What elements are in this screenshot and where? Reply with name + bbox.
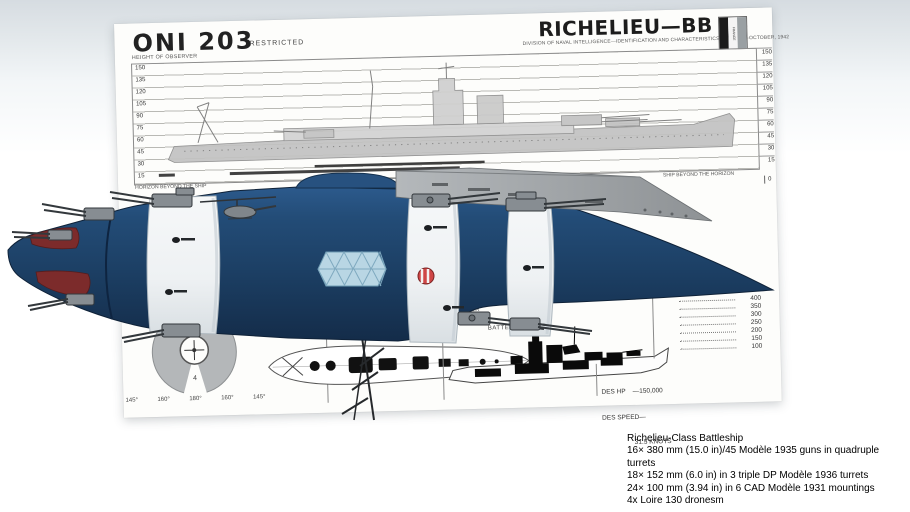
tick-label: 75 [758,107,774,120]
angle-label: 180° [189,395,202,403]
zero-label: 0 [764,175,772,184]
arc-center-value: 4 [193,375,197,382]
tick-label: 60 [758,119,774,132]
tower-label: TOWER [455,306,481,314]
caption-line: 16× 380 mm (15.0 in)/45 Modèle 1935 guns… [627,445,880,469]
model-red-propeller-shroud [29,227,91,297]
caption-line: 18× 152 mm (6.0 in) in 3 triple DP Modèl… [627,470,869,482]
height-range-chart: 150 135 120 105 90 75 60 45 30 15 [131,47,760,186]
caption-line: 24× 100 mm (3.94 in) in 6 CAD Modèle 193… [627,482,875,494]
height-scale-right: 150 135 120 105 90 75 60 45 30 15 [756,47,775,168]
tick-label: 120 [757,71,773,84]
des-speed: DES SPEED— [602,413,646,422]
des-hp: DES HP —150,000 [601,387,663,396]
oni-number: ONI 203 [132,26,255,58]
tick-label: 150 [756,47,773,60]
ship-profile-drawing [158,62,736,177]
tick-label: 105 [757,83,774,96]
horizon-right-label: SHIP BEYOND THE HORIZON [662,171,735,179]
dimension-draft: DRAFT — '10" (M [140,261,210,271]
observer-scale-label: HEIGHT OF OBSERVER [131,53,198,61]
model-stern-cap [105,211,113,320]
dimension-length: LENGTH—812' OA—794' WL [138,213,230,223]
tick-label: 135 [757,59,773,72]
horizon-left-label: HORIZON BEYOND THE SHIP [135,183,207,191]
rpm-header: RPM [744,283,761,292]
angle-label: 145° [252,394,266,401]
dimension-beam: BEAM —108'6" [139,237,197,247]
tick-label: 90 [758,95,774,108]
dimensions-block: LENGTH—812' OA—794' WL BEAM —108'6" DRAF… [138,197,231,287]
aviation-note: 4 SCOUT OBSERVATION, 2 CAT [329,317,425,326]
tick-label: 15 [759,155,775,168]
caption-line: Richelieu-Class Battleship [627,433,744,444]
caption-line: 4x Loire 130 dronesm [627,495,724,507]
tick-label: 45 [758,131,775,144]
arc-diagram: 4 [151,305,237,403]
angle-label: 160° [157,396,170,404]
knots-header: KNOTS [660,285,686,294]
oni-chart-paper: ONI 203 RESTRICTED RICHELIEU—BB 15 DIVIS… [114,7,789,446]
flag-stripe-gray [737,17,747,50]
restricted-label: RESTRICTED [249,39,305,48]
performance-table: KNOTS RPM 400 350 300 250 200 150 100 [661,284,763,353]
rpm-row: 100 [662,342,762,353]
angle-label: 160° [221,395,234,402]
angle-label: 145° [125,397,139,404]
caption-block: Richelieu-Class Battleship 16× 380 mm (1… [627,433,909,507]
tick-label: 30 [759,143,775,156]
flag-text: FRANCE [731,26,735,41]
flag-icon: FRANCE [718,15,748,51]
